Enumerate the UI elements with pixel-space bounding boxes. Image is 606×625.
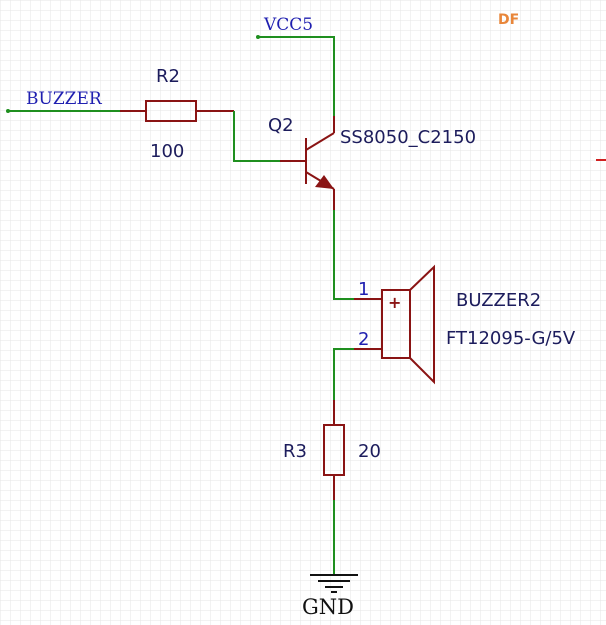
buzzer-ref-label: BUZZER2 <box>456 290 541 311</box>
buzzer-value-label: FT12095-G/5V <box>446 328 576 349</box>
buzzer-pin2-number: 2 <box>358 329 369 350</box>
buzzer-polarity-mark: + <box>388 293 401 312</box>
buzzer-r3-wire[interactable] <box>333 348 354 400</box>
resistor-r3[interactable]: R3 20 <box>283 400 381 500</box>
watermark-logo: DF <box>498 12 519 28</box>
vcc-net-port <box>256 35 260 39</box>
q2-emitter-arrow-icon <box>315 175 334 189</box>
emitter-buzzer-wire[interactable] <box>333 210 354 300</box>
r2-value-label: 100 <box>150 141 184 162</box>
r3-ref-label: R3 <box>283 441 307 462</box>
vcc-net-label: VCC5 <box>263 15 313 35</box>
buzzer-input-net[interactable]: BUZZER <box>6 89 120 113</box>
buzzer-net-port <box>6 109 10 113</box>
resistor-r2[interactable]: R2 100 <box>120 66 234 162</box>
gnd-symbol[interactable]: GND <box>302 574 358 619</box>
buzzer-buzzer2[interactable]: 1 2 + BUZZER2 FT12095-G/5V <box>354 264 576 385</box>
buzzer-pin1-number: 1 <box>358 279 369 300</box>
gnd-net-label: GND <box>302 595 354 619</box>
q2-ref-label: Q2 <box>268 115 294 136</box>
r3-value-label: 20 <box>358 441 381 462</box>
q2-collector-leg <box>305 132 335 151</box>
q2-value-label: SS8050_C2150 <box>340 127 476 148</box>
buzzer-horn <box>409 264 435 385</box>
vcc-net[interactable]: VCC5 <box>256 15 335 116</box>
buzzer-net-label: BUZZER <box>26 89 103 109</box>
r2-ref-label: R2 <box>156 66 180 87</box>
transistor-q2[interactable]: Q2 SS8050_C2150 <box>268 115 476 210</box>
vcc-wire[interactable] <box>258 36 335 116</box>
r2-base-wire[interactable] <box>233 111 280 162</box>
buzzer-body <box>381 289 411 359</box>
